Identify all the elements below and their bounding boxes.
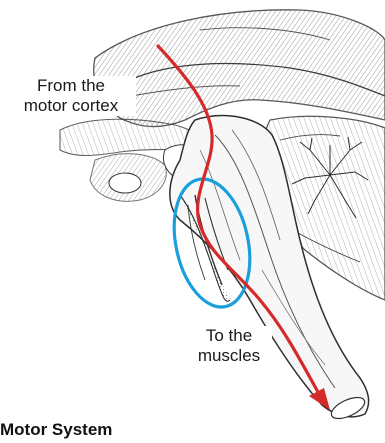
label-from-motor-cortex: From the motor cortex bbox=[6, 76, 136, 116]
label-to-line-2: muscles bbox=[189, 346, 269, 366]
label-to-line-1: To the bbox=[189, 326, 269, 346]
label-to-muscles: To the muscles bbox=[186, 326, 272, 366]
label-from-line-1: From the bbox=[9, 76, 133, 96]
cerebrum-engraving bbox=[94, 10, 385, 127]
caption-title: Motor System bbox=[0, 420, 112, 440]
label-from-line-2: motor cortex bbox=[9, 96, 133, 116]
